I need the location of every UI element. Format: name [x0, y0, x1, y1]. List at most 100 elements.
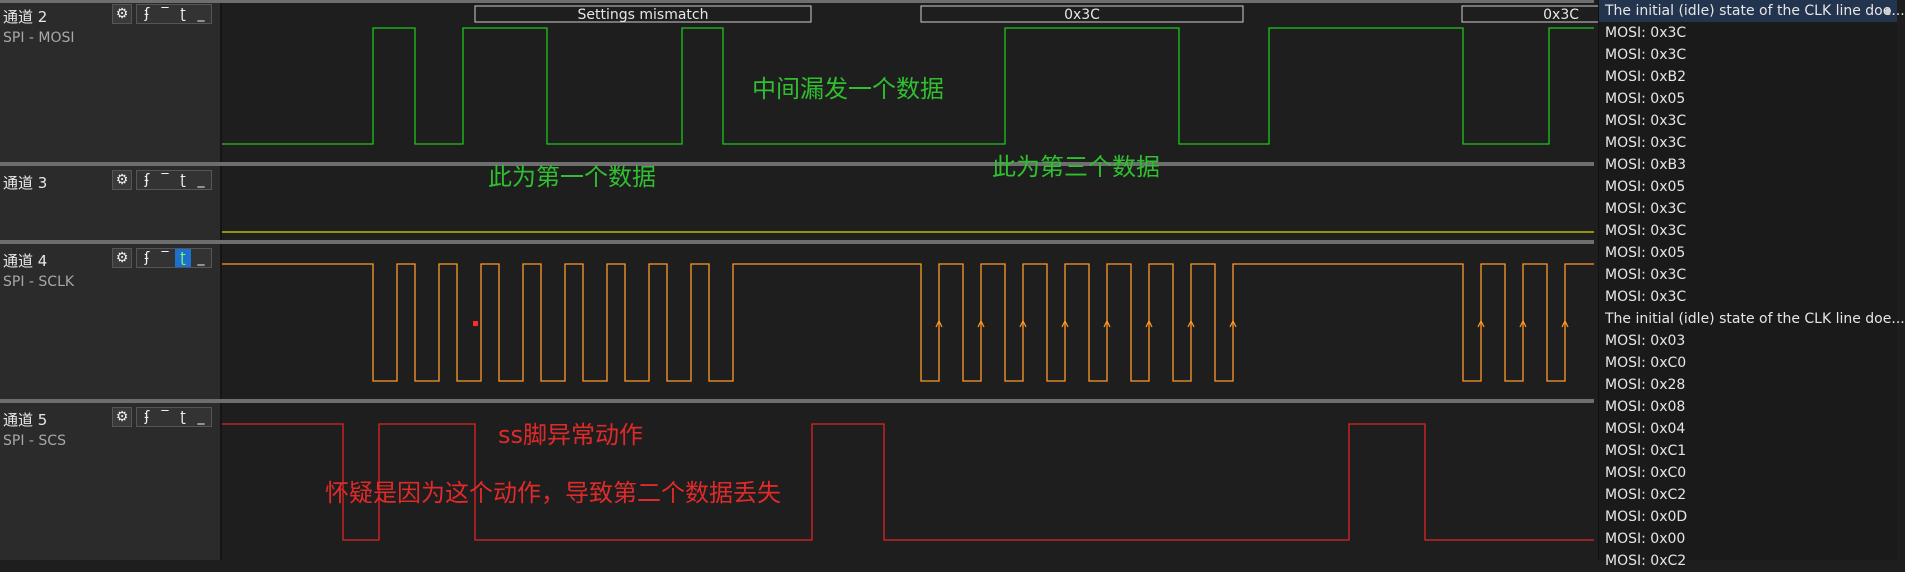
- high-level-icon[interactable]: ‾: [161, 409, 169, 425]
- mosi-waveform: [222, 27, 1594, 145]
- list-item[interactable]: MOSI: 0xC1: [1605, 443, 1687, 459]
- rising-edge-icon[interactable]: ʄ: [144, 172, 150, 188]
- low-level-icon[interactable]: _: [197, 250, 205, 266]
- annotation-ss-abnormal: ss脚异常动作: [498, 421, 643, 449]
- marker-dot: [473, 321, 478, 326]
- list-item[interactable]: MOSI: 0x3C: [1605, 25, 1687, 41]
- gear-icon[interactable]: ⚙: [112, 407, 132, 427]
- sample-arrow: [935, 319, 943, 328]
- list-item[interactable]: MOSI: 0x3C: [1605, 223, 1687, 239]
- scroll-indicator[interactable]: [1885, 8, 1891, 14]
- scs-trace: [222, 423, 1594, 541]
- sample-arrow: [1229, 319, 1237, 328]
- low-level-icon[interactable]: _: [197, 6, 205, 22]
- sample-arrow: [1187, 319, 1195, 328]
- channel-3-header[interactable]: 通道 3 ⚙ ʄ ‾ ʈ _: [0, 166, 222, 240]
- list-item[interactable]: MOSI: 0xC2: [1605, 487, 1687, 503]
- channel-tools: ⚙ ʄ ‾ ʈ _: [112, 248, 212, 268]
- low-level-icon[interactable]: _: [197, 172, 205, 188]
- list-item[interactable]: The initial (idle) state of the CLK line…: [1599, 0, 1905, 22]
- sample-arrow: [1145, 319, 1153, 328]
- channel-5-header[interactable]: 通道 5 SPI - SCS ⚙ ʄ ‾ ʈ _: [0, 403, 222, 560]
- list-item[interactable]: MOSI: 0x3C: [1605, 135, 1687, 151]
- falling-edge-icon[interactable]: ʈ: [180, 6, 186, 22]
- sample-arrow: [1561, 319, 1569, 328]
- list-item[interactable]: MOSI: 0x3C: [1605, 289, 1687, 305]
- list-item[interactable]: MOSI: 0x3C: [1605, 267, 1687, 283]
- channel-4-header[interactable]: 通道 4 SPI - SCLK ⚙ ʄ ‾ ʈ _: [0, 244, 222, 399]
- list-item[interactable]: MOSI: 0xC0: [1605, 355, 1687, 371]
- trigger-group: ʄ ‾ ʈ _: [136, 4, 212, 24]
- list-item[interactable]: MOSI: 0x00: [1605, 531, 1686, 547]
- high-level-icon[interactable]: ‾: [161, 6, 169, 22]
- rising-edge-icon[interactable]: ʄ: [144, 250, 150, 266]
- channel-tools: ⚙ ʄ ‾ ʈ _: [112, 407, 212, 427]
- annotation-missed-middle: 中间漏发一个数据: [752, 75, 944, 103]
- channel-divider[interactable]: [0, 240, 1594, 244]
- falling-edge-icon[interactable]: ʈ: [180, 172, 186, 188]
- gear-icon[interactable]: ⚙: [112, 4, 132, 24]
- list-item[interactable]: MOSI: 0x04: [1605, 421, 1686, 437]
- sample-arrow: [1019, 319, 1027, 328]
- sample-arrow: [977, 319, 985, 328]
- decoded-data-list[interactable]: The initial (idle) state of the CLK line…: [1598, 0, 1905, 569]
- channel-subtitle: SPI - SCLK: [3, 274, 75, 290]
- list-item[interactable]: MOSI: 0xB3: [1605, 157, 1686, 173]
- channel-title: 通道 3: [3, 174, 48, 192]
- channel-subtitle: SPI - MOSI: [3, 30, 75, 46]
- channel-tools: ⚙ ʄ ‾ ʈ _: [112, 4, 212, 24]
- list-item[interactable]: MOSI: 0x05: [1605, 91, 1686, 107]
- trigger-group: ʄ ‾ ʈ _: [136, 407, 212, 427]
- channel-divider[interactable]: [0, 162, 1594, 166]
- rising-edge-icon[interactable]: ʄ: [144, 409, 150, 425]
- top-divider: [0, 0, 1594, 3]
- list-item[interactable]: MOSI: 0x3C: [1605, 47, 1687, 63]
- channel-title: 通道 4: [3, 252, 48, 270]
- list-item[interactable]: MOSI: 0x03: [1605, 333, 1686, 349]
- mosi-trace: [222, 27, 1594, 145]
- list-item[interactable]: MOSI: 0x0D: [1605, 509, 1688, 525]
- annotation-suspect: 怀疑是因为这个动作，导致第二个数据丢失: [325, 479, 781, 507]
- list-item[interactable]: MOSI: 0x3C: [1605, 113, 1687, 129]
- low-level-icon[interactable]: _: [197, 409, 205, 425]
- falling-edge-icon[interactable]: ʈ: [175, 249, 191, 267]
- decode-bubble[interactable]: 0x3C: [920, 5, 1244, 23]
- decode-bubble-label: Settings mismatch: [578, 7, 709, 23]
- decode-bubble[interactable]: Settings mismatch: [474, 5, 812, 23]
- trigger-group: ʄ ‾ ʈ _: [136, 248, 212, 268]
- list-item[interactable]: MOSI: 0x08: [1605, 399, 1686, 415]
- falling-edge-icon[interactable]: ʈ: [180, 409, 186, 425]
- channel-title: 通道 5: [3, 411, 48, 429]
- list-item[interactable]: MOSI: 0x05: [1605, 245, 1686, 261]
- channel-tools: ⚙ ʄ ‾ ʈ _: [112, 170, 212, 190]
- sclk-waveform: [222, 263, 1594, 382]
- decode-bubble[interactable]: 0x3C: [1461, 5, 1603, 23]
- decode-bubble-label: 0x3C: [1543, 7, 1579, 23]
- gear-icon[interactable]: ⚙: [112, 170, 132, 190]
- high-level-icon[interactable]: ‾: [161, 250, 169, 266]
- decode-bubble-label: 0x3C: [1064, 7, 1100, 23]
- list-item[interactable]: MOSI: 0x28: [1605, 377, 1686, 393]
- sample-arrow: [1519, 319, 1527, 328]
- trigger-group: ʄ ‾ ʈ _: [136, 170, 212, 190]
- sclk-trace: [222, 263, 1594, 382]
- list-item[interactable]: MOSI: 0x3C: [1605, 201, 1687, 217]
- channel-divider[interactable]: [0, 399, 1594, 403]
- list-item[interactable]: MOSI: 0xC2: [1605, 553, 1687, 569]
- list-item[interactable]: MOSI: 0xC0: [1605, 465, 1687, 481]
- sample-arrow: [1061, 319, 1069, 328]
- waveform-area[interactable]: Settings mismatch 0x3C 0x3C 中间漏发一个数据 此为第…: [222, 0, 1603, 560]
- high-level-icon[interactable]: ‾: [161, 172, 169, 188]
- channel-2-header[interactable]: 通道 2 SPI - MOSI ⚙ ʄ ‾ ʈ _: [0, 0, 222, 162]
- sample-arrow: [1103, 319, 1111, 328]
- scs-waveform: [222, 423, 1594, 541]
- list-item[interactable]: MOSI: 0x05: [1605, 179, 1686, 195]
- list-item[interactable]: The initial (idle) state of the CLK line…: [1605, 311, 1905, 327]
- list-item[interactable]: MOSI: 0xB2: [1605, 69, 1686, 85]
- gear-icon[interactable]: ⚙: [112, 248, 132, 268]
- annotation-third-data: 此为第三个数据: [992, 153, 1160, 181]
- rising-edge-icon[interactable]: ʄ: [144, 6, 150, 22]
- annotation-first-data: 此为第一个数据: [488, 163, 656, 191]
- sample-arrow: [1477, 319, 1485, 328]
